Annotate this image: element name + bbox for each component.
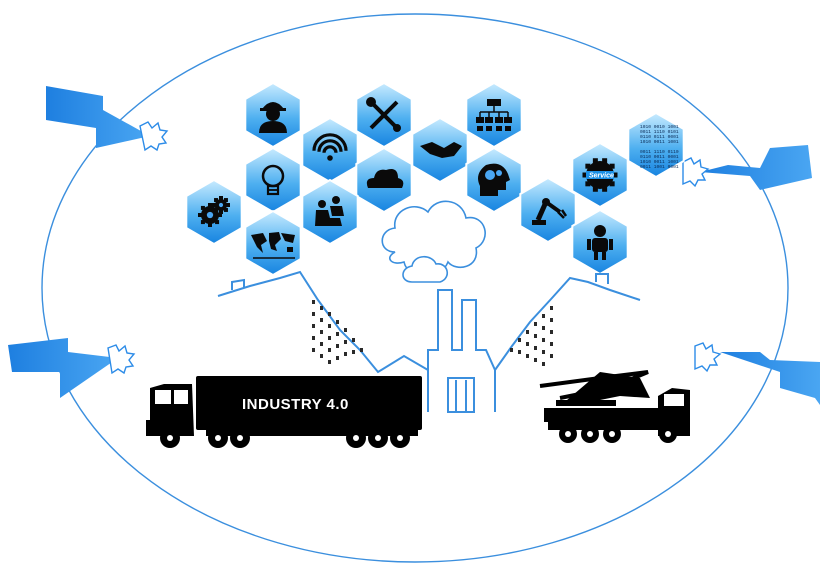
hex-tile-cloud-icon <box>355 146 413 214</box>
truck-label: INDUSTRY 4.0 <box>242 396 349 413</box>
org-chart-icon <box>476 99 512 131</box>
binary-line: 1010 0011 1001 <box>640 139 679 145</box>
tools-icon <box>366 97 401 132</box>
binary-line: 0011 1110 0101 <box>640 129 679 135</box>
hex-tile-people-icon <box>301 178 359 246</box>
binary-line: 1010 0010 1001 <box>640 124 679 130</box>
hex-tile-world-map-icon <box>244 209 302 277</box>
world-map-icon <box>251 232 295 259</box>
hex-tile-ai-head-icon <box>465 146 523 214</box>
hex-tile-org-chart-icon <box>465 81 523 149</box>
building-windows <box>312 300 553 366</box>
pump-truck-icon <box>539 370 690 443</box>
service-label: Service <box>589 173 614 180</box>
hex-tile-tools-icon <box>355 81 413 149</box>
lightning-bolt-icon <box>682 145 812 190</box>
hex-tile-service-gear-icon: Service <box>571 141 629 209</box>
people-icon <box>315 196 344 226</box>
lightning-bolt-icon <box>46 86 169 152</box>
network-ellipse <box>41 13 789 563</box>
robot-arm-icon <box>532 198 568 225</box>
robot-icon <box>587 225 613 260</box>
ai-head-icon <box>478 163 510 196</box>
hex-tile-lightbulb-icon <box>244 146 302 214</box>
handshake-icon <box>420 142 462 158</box>
hex-tile-gears-icon <box>185 178 243 246</box>
binary-line: 1010 0011 1001 <box>640 159 679 165</box>
wifi-icon <box>312 133 348 161</box>
binary-line: 0011 1001 0001 <box>640 164 679 170</box>
binary-line: 0011 1110 0110 <box>640 149 679 155</box>
gears-icon <box>198 196 230 227</box>
cloud-icon <box>366 169 404 188</box>
hex-tile-worker-icon <box>244 81 302 149</box>
truck-icon: INDUSTRY 4.0 <box>146 376 422 448</box>
hex-tile-robot-icon <box>571 208 629 276</box>
hex-tile-wifi-icon <box>301 116 359 184</box>
binary-line: 0110 0111 0001 <box>640 134 679 140</box>
service-gear-icon: Service <box>582 158 618 192</box>
lightning-bolt-icon <box>8 338 136 398</box>
smoke-cloud <box>381 200 486 283</box>
lightning-bolt-icon <box>694 342 820 405</box>
hex-tile-handshake-icon <box>411 116 469 184</box>
worker-icon <box>259 102 287 133</box>
lightbulb-icon <box>261 164 285 196</box>
hex-tile-robot-arm-icon <box>519 176 577 244</box>
binary-line: 0110 0011 0001 <box>640 154 679 160</box>
